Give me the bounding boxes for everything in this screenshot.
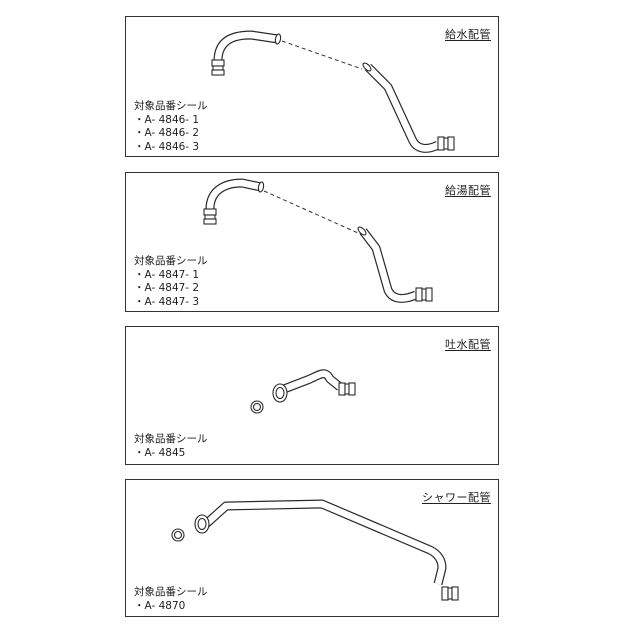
target-seal-list: 対象品番シール ・A- 4845 xyxy=(134,433,208,460)
seal-heading: 対象品番シール xyxy=(134,433,208,445)
seal-code: ・A- 4845 xyxy=(134,446,186,459)
seal-code: ・A- 4870 xyxy=(134,599,186,612)
panel-supply-hot-water-pipe: 給湯配管 対象品番シール ・A- 4847- 1 ・A- 4847- 2 ・A-… xyxy=(125,172,499,312)
supply-hot-water-pipe-illustration xyxy=(203,178,433,303)
seal-code: ・A- 4847- 3 xyxy=(134,295,200,308)
panel-title: 吐水配管 xyxy=(445,338,491,351)
seal-heading: 対象品番シール xyxy=(134,255,208,267)
target-seal-list: 対象品番シール ・A- 4846- 1 ・A- 4846- 2 ・A- 4846… xyxy=(134,100,208,154)
seal-heading: 対象品番シール xyxy=(134,586,208,598)
target-seal-list: 対象品番シール ・A- 4870 xyxy=(134,586,208,613)
supply-water-pipe-illustration xyxy=(211,30,455,153)
seal-code: ・A- 4846- 3 xyxy=(134,140,200,153)
panel-title: シャワー配管 xyxy=(422,491,491,504)
target-seal-list: 対象品番シール ・A- 4847- 1 ・A- 4847- 2 ・A- 4847… xyxy=(134,255,208,309)
seal-heading: 対象品番シール xyxy=(134,100,208,112)
panel-title: 給水配管 xyxy=(445,28,491,41)
seal-code: ・A- 4846- 2 xyxy=(134,127,200,139)
panel-spout-pipe: 吐水配管 対象品番シール ・A- 4845 xyxy=(125,326,499,465)
shower-pipe-illustration xyxy=(171,499,459,601)
seal-code: ・A- 4846- 1 xyxy=(134,113,200,126)
spout-pipe-illustration xyxy=(250,369,356,414)
panel-supply-water-pipe: 給水配管 対象品番シール ・A- 4846- 1 ・A- 4846- 2 ・A-… xyxy=(125,16,499,157)
seal-code: ・A- 4847- 1 xyxy=(134,268,200,281)
seal-code: ・A- 4847- 2 xyxy=(134,282,200,294)
panel-shower-pipe: シャワー配管 対象品番シール ・A- 4870 xyxy=(125,479,499,617)
panel-title: 給湯配管 xyxy=(445,184,491,197)
